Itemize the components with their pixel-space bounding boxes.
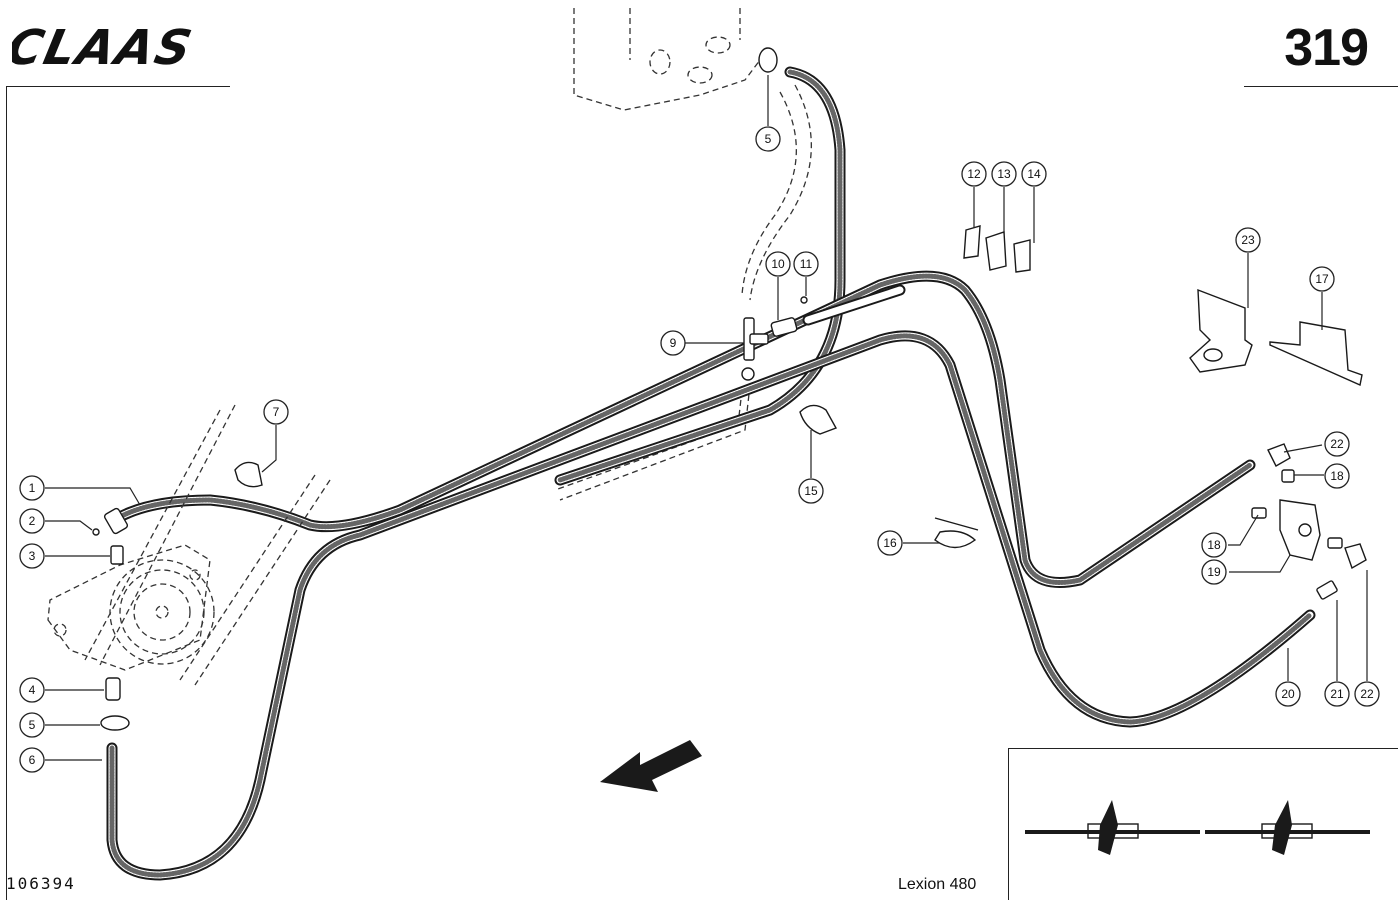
fitting-18-lower <box>1251 507 1267 519</box>
svg-text:21: 21 <box>1330 687 1344 701</box>
bracket-13 <box>985 231 1007 271</box>
callout-4: 4 <box>19 677 45 703</box>
callout-3: 3 <box>19 543 45 569</box>
svg-text:1: 1 <box>29 481 36 495</box>
svg-text:13: 13 <box>997 167 1011 181</box>
detail-inset <box>1008 748 1398 900</box>
fitting-10 <box>770 317 798 337</box>
svg-text:23: 23 <box>1241 233 1255 247</box>
svg-text:22: 22 <box>1360 687 1374 701</box>
svg-text:12: 12 <box>967 167 981 181</box>
callout-16: 16 <box>877 530 903 556</box>
clamp-5-upper <box>758 47 778 73</box>
callout-14: 14 <box>1021 161 1047 187</box>
cable-tie-16 <box>934 517 979 549</box>
header-rule-left <box>6 86 230 87</box>
leader-lines <box>45 75 1368 761</box>
callout-1: 1 <box>19 475 45 501</box>
o-ring-2 <box>92 528 100 536</box>
hose-fitting-10 <box>802 284 906 326</box>
bracket-23 <box>1189 288 1253 373</box>
document-id: 106394 <box>6 874 76 893</box>
svg-text:4: 4 <box>29 683 36 697</box>
hose-tank-return <box>554 66 846 486</box>
callout-12: 12 <box>961 161 987 187</box>
clip-15 <box>799 404 838 435</box>
callout-13: 13 <box>991 161 1017 187</box>
callout-7: 7 <box>263 399 289 425</box>
svg-text:17: 17 <box>1315 272 1329 286</box>
svg-text:22: 22 <box>1330 437 1344 451</box>
fitting-4 <box>105 677 121 701</box>
svg-text:19: 19 <box>1207 565 1221 579</box>
svg-text:3: 3 <box>29 549 36 563</box>
dashed-hose-upper-b <box>741 91 797 296</box>
svg-text:6: 6 <box>29 753 36 767</box>
callout-5-lower: 5 <box>19 712 45 738</box>
svg-text:2: 2 <box>29 514 36 528</box>
o-ring-11 <box>800 296 808 304</box>
valve-19-port <box>1298 523 1312 537</box>
fitting-18-upper <box>1281 469 1295 483</box>
bracket-17 <box>1269 321 1363 386</box>
elbow-fitting-1 <box>103 507 129 535</box>
clip-7 <box>234 461 263 488</box>
svg-text:20: 20 <box>1281 687 1295 701</box>
callout-22-lower: 22 <box>1354 681 1380 707</box>
tee-fitting-9 <box>741 317 769 381</box>
hose-lower-loop <box>106 330 1316 881</box>
callout-20: 20 <box>1275 681 1301 707</box>
callout-18-upper: 18 <box>1324 463 1350 489</box>
fitting-18-right <box>1327 537 1343 549</box>
elbow-22-lower <box>1344 543 1367 570</box>
bracket-23-hole <box>1203 348 1223 362</box>
clamp-5-lower <box>100 715 130 731</box>
compressor <box>47 404 331 686</box>
header-rule-right <box>1244 86 1398 87</box>
fitting-21 <box>1316 580 1338 600</box>
callout-2: 2 <box>19 508 45 534</box>
tank-outline <box>573 8 761 111</box>
callout-23: 23 <box>1235 227 1261 253</box>
svg-text:14: 14 <box>1027 167 1041 181</box>
callout-19: 19 <box>1201 559 1227 585</box>
direction-arrow <box>600 740 702 792</box>
callout-22-upper: 22 <box>1324 431 1350 457</box>
svg-text:9: 9 <box>670 336 677 350</box>
callout-21: 21 <box>1324 681 1350 707</box>
claas-logo: CLAAS <box>12 20 198 74</box>
svg-text:18: 18 <box>1207 538 1221 552</box>
svg-text:5: 5 <box>765 132 772 146</box>
callout-17: 17 <box>1309 266 1335 292</box>
callout-6: 6 <box>19 747 45 773</box>
bracket-14 <box>1013 239 1031 273</box>
svg-text:18: 18 <box>1330 469 1344 483</box>
fitting-3 <box>110 545 124 565</box>
callout-9: 9 <box>660 330 686 356</box>
callout-15: 15 <box>798 478 824 504</box>
svg-text:16: 16 <box>883 536 897 550</box>
bracket-12 <box>963 225 981 259</box>
dashed-hose-lower <box>559 384 751 501</box>
svg-text:5: 5 <box>29 718 36 732</box>
inset-detail-drawing <box>1025 800 1370 855</box>
hose-1-upper <box>112 270 1256 588</box>
callout-5-upper: 5 <box>755 126 781 152</box>
callout-18-lower: 18 <box>1201 532 1227 558</box>
claas-logo-text: CLAAS <box>12 20 198 74</box>
svg-text:7: 7 <box>273 405 280 419</box>
callout-11: 11 <box>793 251 819 277</box>
svg-text:15: 15 <box>804 484 818 498</box>
frame-left-edge <box>6 86 7 900</box>
callout-10: 10 <box>765 251 791 277</box>
page-number: 319 <box>1284 19 1369 77</box>
svg-text:11: 11 <box>800 257 813 271</box>
dashed-hose-upper <box>749 84 812 301</box>
svg-text:10: 10 <box>771 257 785 271</box>
model-name: Lexion 480 <box>898 876 977 893</box>
elbow-22-upper <box>1267 443 1291 467</box>
